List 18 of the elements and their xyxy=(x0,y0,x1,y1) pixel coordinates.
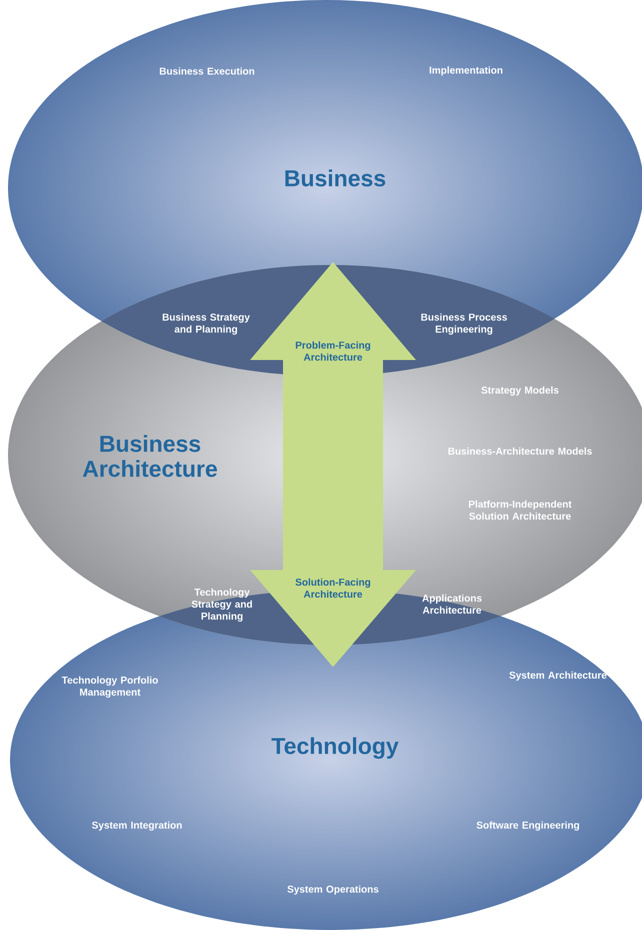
item-label: Business Execution xyxy=(160,67,254,75)
arrow-label: Solution-Facing Architecture xyxy=(296,578,370,598)
item-label: System Architecture xyxy=(509,671,607,681)
region-label: Business Strategy and Planning xyxy=(162,313,250,335)
item-label: Strategy Models xyxy=(481,386,558,396)
item-label: Implementation xyxy=(430,66,502,76)
region-label: Technology Strategy and Planning xyxy=(192,588,252,622)
double-arrow xyxy=(250,262,416,667)
heading: Technology xyxy=(272,737,399,759)
item-label: Platform-Independent Solution Architecture xyxy=(469,500,572,520)
item-label: System Integration xyxy=(92,821,182,831)
heading: Business xyxy=(285,170,386,186)
arrow-label: Problem-Facing Architecture xyxy=(296,341,370,361)
item-label: System Operations xyxy=(287,885,378,895)
item-label: Technology Porfolio Management xyxy=(62,676,158,698)
item-label: Software Engineering xyxy=(476,821,579,831)
item-label: Business-Architecture Models xyxy=(448,447,592,455)
heading: Business Architecture xyxy=(82,435,217,477)
